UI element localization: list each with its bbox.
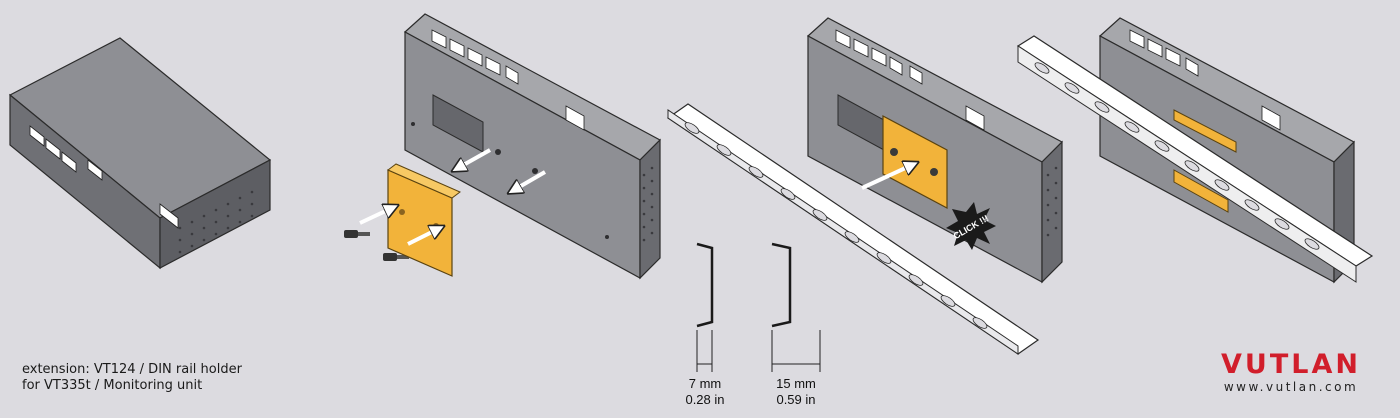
dimension-metric: 7 mm — [688, 376, 722, 391]
click-burst: CLICK !!! — [946, 202, 996, 250]
rail-profile-7mm — [696, 242, 714, 328]
rail-profile-15mm — [771, 242, 792, 328]
din-rail-mounted — [1016, 35, 1374, 283]
dimension-metric: 15 mm — [776, 376, 816, 391]
arrow-icon — [861, 165, 912, 190]
dimension-imperial: 0.59 in — [776, 392, 816, 407]
caption-line-1: extension: VT124 / DIN rail holder — [22, 362, 242, 377]
arrow-icon — [359, 148, 547, 246]
brand-logo: VUTLAN www.vutlan.com — [1216, 349, 1366, 395]
vent-grille — [178, 190, 254, 254]
monitoring-unit-closed — [8, 37, 272, 270]
caption-line-2: for VT335t / Monitoring unit — [22, 378, 203, 393]
ethernet-port-icon — [29, 125, 179, 229]
screw-icon — [344, 230, 409, 261]
din-rail — [666, 103, 1040, 355]
monitoring-unit-back — [403, 13, 661, 280]
dimension-label-7mm: 7 mm 0.28 in — [665, 376, 745, 408]
din-rail-holder — [387, 163, 461, 277]
brand-name: VUTLAN — [1221, 349, 1361, 380]
dimension-imperial: 0.28 in — [685, 392, 725, 407]
product-caption: extension: VT124 / DIN rail holder for V… — [22, 362, 242, 394]
dimension-lines — [696, 330, 821, 372]
brand-url: www.vutlan.com — [1223, 380, 1359, 394]
dimension-label-15mm: 15 mm 0.59 in — [756, 376, 836, 408]
